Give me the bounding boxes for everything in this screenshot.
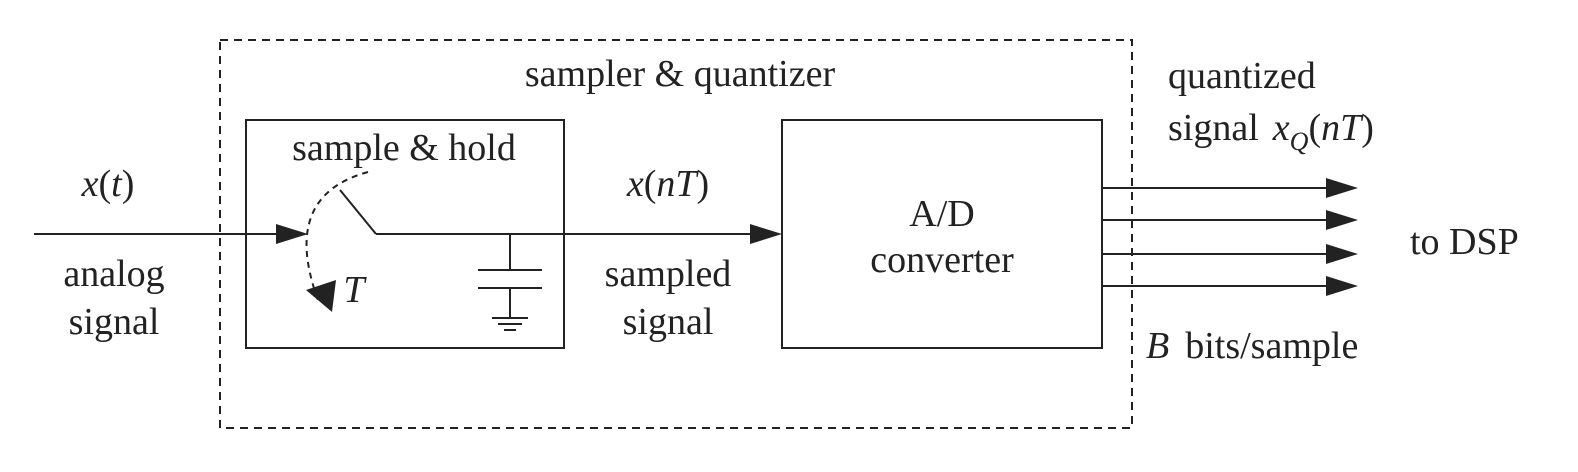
to-dsp-label: to DSP	[1410, 221, 1519, 263]
analog-label: analog	[63, 253, 164, 295]
output-arrowhead	[1326, 244, 1358, 264]
sampler-quantizer-box	[219, 39, 1133, 429]
sampling-period-symbol: T	[343, 269, 367, 311]
switch-rotation-arc	[305, 171, 369, 301]
converter-label: converter	[870, 239, 1014, 281]
sampled-symbol: x(nT)	[626, 163, 709, 205]
ad-converter-box	[781, 119, 1103, 349]
sample-hold-label: sample & hold	[292, 127, 516, 169]
output-bit-lines	[1102, 178, 1358, 296]
output-arrowhead	[1326, 178, 1358, 198]
sampled-signal-label: signal	[623, 301, 714, 343]
switch-rotation-arrowhead	[306, 280, 336, 312]
switch-blade	[339, 189, 377, 235]
input-symbol: x(t)	[81, 163, 135, 205]
sampled-arrowhead	[750, 224, 782, 244]
sampled-label: sampled	[605, 253, 732, 295]
quantized-label: quantized	[1168, 55, 1316, 97]
input-arrowhead	[276, 224, 308, 244]
output-arrowhead	[1326, 276, 1358, 296]
sampler-quantizer-label: sampler & quantizer	[525, 53, 836, 95]
output-arrowhead	[1326, 210, 1358, 230]
analog-signal-label: signal	[69, 301, 160, 343]
ad-label: A/D	[909, 193, 974, 235]
